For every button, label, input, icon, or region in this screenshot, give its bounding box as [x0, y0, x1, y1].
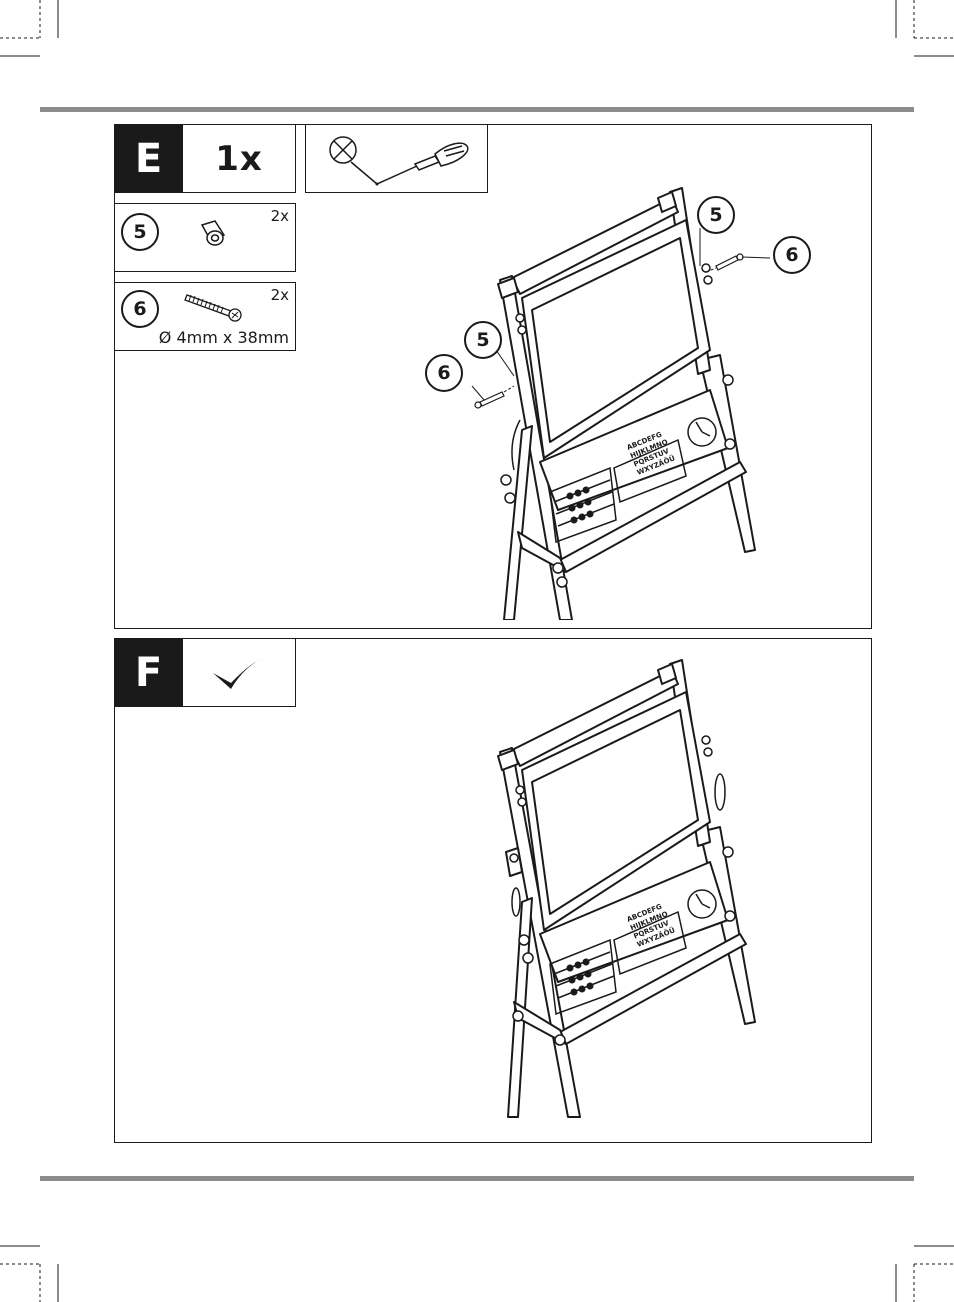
callout-5-left: 5	[464, 321, 502, 359]
spacer-icon	[200, 220, 226, 246]
screw-icon	[184, 294, 242, 322]
part-6-dimensions: Ø 4mm x 38mm	[158, 328, 289, 347]
callout-6-right: 6	[773, 236, 811, 274]
callout-5-right: 5	[697, 196, 735, 234]
part-6-number: 6	[121, 290, 159, 328]
step-f-check-box	[182, 638, 296, 707]
part-5-count: 2x	[270, 207, 289, 225]
step-e-quantity-box: 1x	[182, 124, 296, 193]
bottom-rule	[40, 1176, 914, 1181]
easel-assembly-drawing-step-e: ABCDEFG HIJKLMNO PQRSTUV WXYZÄÖÜ	[471, 187, 771, 620]
checkmark-icon	[213, 656, 265, 689]
part-6-box: 6 2x Ø 4mm x 38mm	[114, 282, 296, 351]
callout-6-left: 6	[425, 354, 463, 392]
step-e-quantity: 1x	[215, 138, 263, 179]
part-5-box: 5 2x	[114, 203, 296, 272]
top-rule	[40, 107, 914, 112]
step-e-letter: E	[114, 124, 183, 193]
phillips-screwdriver-icon	[328, 135, 469, 185]
tool-box	[305, 124, 488, 193]
part-5-number: 5	[121, 213, 159, 251]
step-f-letter: F	[114, 638, 183, 707]
step-f-panel	[114, 638, 872, 1143]
easel-assembled-drawing-step-f: ABCDEFG HIJKLMNO PQRSTUV WXYZÄÖÜ	[497, 659, 756, 1118]
part-6-count: 2x	[270, 286, 289, 304]
